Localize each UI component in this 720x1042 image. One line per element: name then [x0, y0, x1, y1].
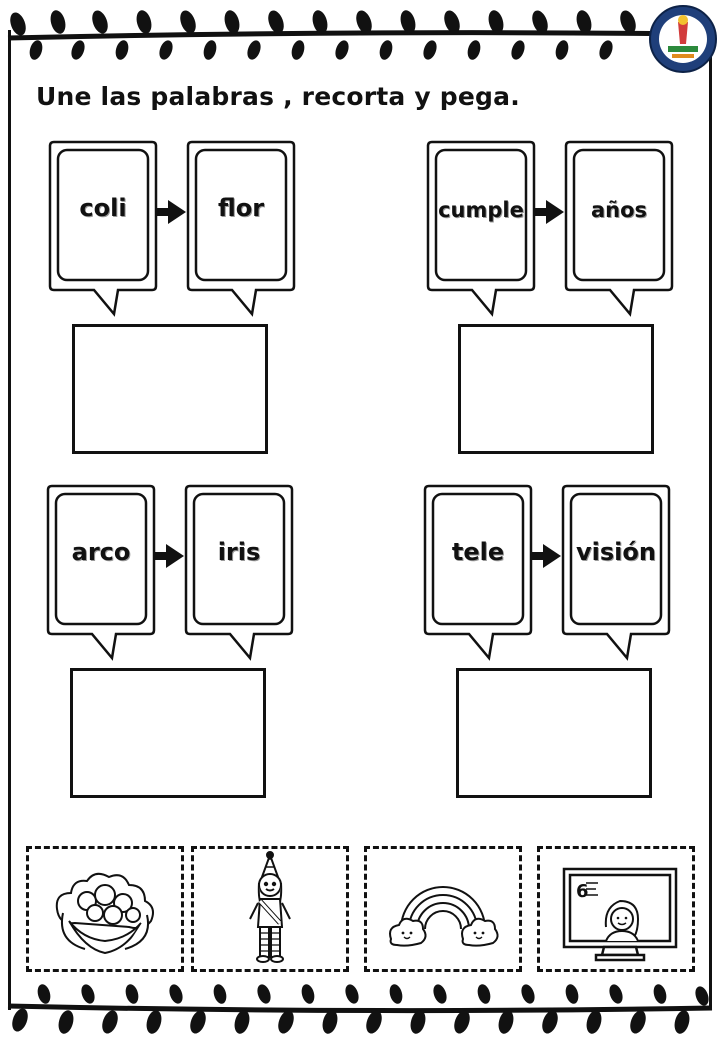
- cut-card-rainbow[interactable]: [364, 846, 522, 972]
- paste-box-coliflor[interactable]: [72, 324, 268, 454]
- word-second: años: [590, 198, 648, 222]
- arrow-right-icon: [531, 544, 561, 568]
- speech-bubble-second: iris: [184, 484, 294, 664]
- word-first: coli: [79, 194, 127, 222]
- top-vine-decoration: [7, 10, 701, 60]
- bottom-vine-decoration: [7, 984, 713, 1034]
- speech-bubble-second: flor: [186, 140, 296, 320]
- speech-bubble-first: coli: [48, 140, 158, 320]
- word-first: arco: [71, 538, 131, 566]
- page-border-left: [8, 30, 11, 1010]
- birthday-girl-icon: [249, 851, 291, 963]
- paste-box-television[interactable]: [456, 668, 652, 798]
- paste-box-arcoiris[interactable]: [70, 668, 266, 798]
- word-second: flor: [217, 194, 265, 222]
- word-second: visión: [576, 538, 656, 566]
- cut-card-cauliflower[interactable]: [26, 846, 184, 972]
- speech-bubble-second: visión: [561, 484, 671, 664]
- speech-bubble-icon: [423, 484, 533, 661]
- speech-bubble-icon: [561, 484, 671, 661]
- word-first: tele: [451, 538, 505, 566]
- word-pair-television: tele visión: [423, 484, 673, 804]
- brand-logo-icon: [649, 5, 717, 73]
- arrow-right-icon: [154, 544, 184, 568]
- speech-bubble-first: cumple: [426, 140, 536, 320]
- page-title: Une las palabras , recorta y pega.: [36, 82, 520, 111]
- tv-channel-digit: 6: [576, 881, 589, 902]
- cut-card-television[interactable]: 6: [537, 846, 695, 972]
- speech-bubble-icon: [426, 140, 536, 317]
- word-second: iris: [217, 538, 261, 566]
- word-pair-cumpleanos: cumple años: [426, 140, 676, 460]
- word-pair-coliflor: coli flor: [48, 140, 298, 460]
- arrow-right-icon: [534, 200, 564, 224]
- speech-bubble-second: años: [564, 140, 674, 320]
- television-icon: 6: [562, 867, 678, 962]
- word-first: cumple: [438, 198, 524, 222]
- speech-bubble-first: tele: [423, 484, 533, 664]
- paste-box-cumpleanos[interactable]: [458, 324, 654, 454]
- speech-bubble-icon: [48, 140, 158, 317]
- speech-bubble-icon: [184, 484, 294, 661]
- speech-bubble-icon: [186, 140, 296, 317]
- rainbow-icon: [389, 886, 499, 947]
- cut-card-birthday[interactable]: [191, 846, 349, 972]
- word-pair-arcoiris: arco iris: [46, 484, 296, 804]
- arrow-right-icon: [156, 200, 186, 224]
- speech-bubble-icon: [564, 140, 674, 317]
- cauliflower-icon: [55, 872, 154, 955]
- speech-bubble-icon: [46, 484, 156, 661]
- page-border-right: [709, 30, 712, 1010]
- speech-bubble-first: arco: [46, 484, 156, 664]
